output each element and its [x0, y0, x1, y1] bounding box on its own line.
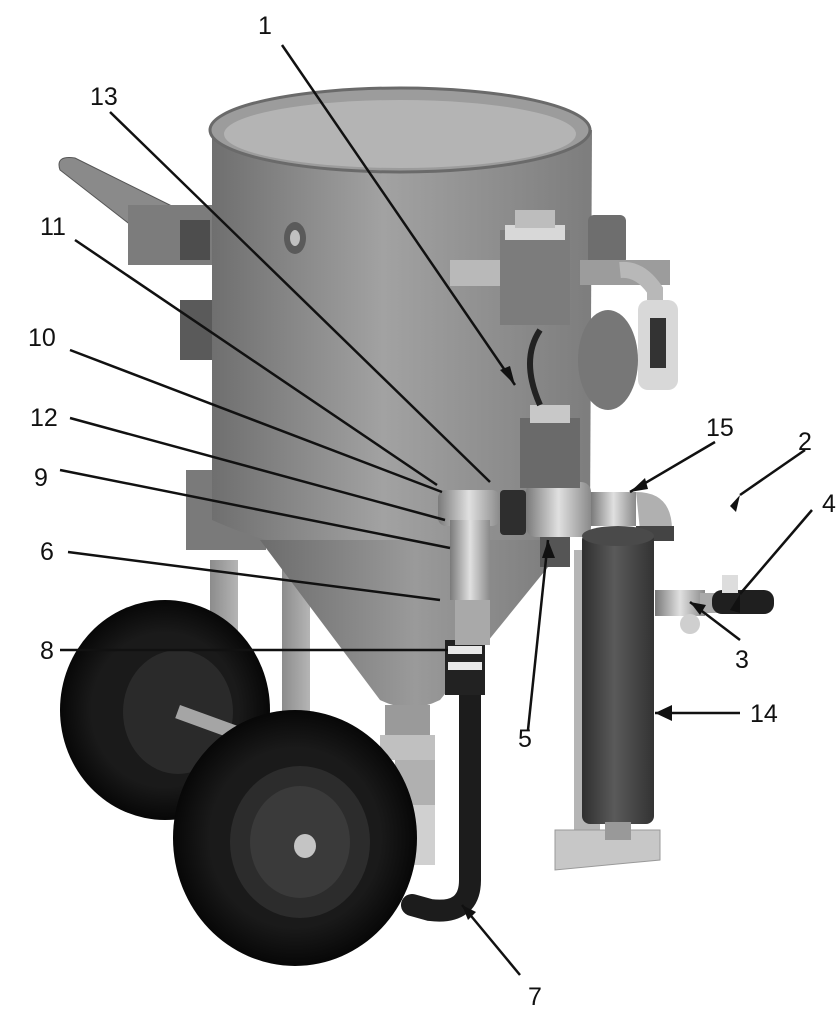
- leader-line-2: [739, 448, 806, 497]
- callout-9: 9: [34, 464, 48, 492]
- wheels: [60, 600, 417, 966]
- callout-5: 5: [518, 725, 532, 753]
- leader-line-1: [280, 44, 517, 386]
- callout-3: 3: [735, 646, 749, 674]
- callout-labels: 1 2 3 4 5 6 7 8 9 10 11 12 13 14 15: [28, 12, 836, 1011]
- leader-line-9: [59, 468, 451, 550]
- callout-6: 6: [40, 538, 54, 566]
- push-handle: [58, 157, 223, 360]
- callout-8: 8: [40, 637, 54, 665]
- leader-line-6: [67, 550, 441, 602]
- callout-12: 12: [30, 404, 58, 432]
- callout-7: 7: [528, 983, 542, 1011]
- blast-hose: [401, 629, 485, 922]
- callout-1: 1: [258, 12, 272, 40]
- callout-10: 10: [28, 324, 56, 352]
- callout-15: 15: [706, 414, 734, 442]
- piping-assembly: [438, 210, 678, 645]
- moisture-separator: [582, 526, 654, 840]
- callout-4: 4: [822, 490, 836, 518]
- leader-line-10: [69, 348, 443, 494]
- leader-line-7: [461, 904, 521, 976]
- leader-line-12: [69, 416, 446, 522]
- leader-line-4: [739, 509, 813, 595]
- callout-13: 13: [90, 83, 118, 111]
- leader-line-5: [526, 539, 550, 731]
- callout-14: 14: [750, 700, 778, 728]
- callout-2: 2: [798, 428, 812, 456]
- leader-line-13: [109, 111, 491, 483]
- leader-line-11: [74, 238, 438, 487]
- ball-valve: [655, 575, 774, 634]
- callout-11: 11: [40, 213, 66, 241]
- pressure-tank: [208, 86, 592, 708]
- leader-arrowheads: [462, 366, 740, 920]
